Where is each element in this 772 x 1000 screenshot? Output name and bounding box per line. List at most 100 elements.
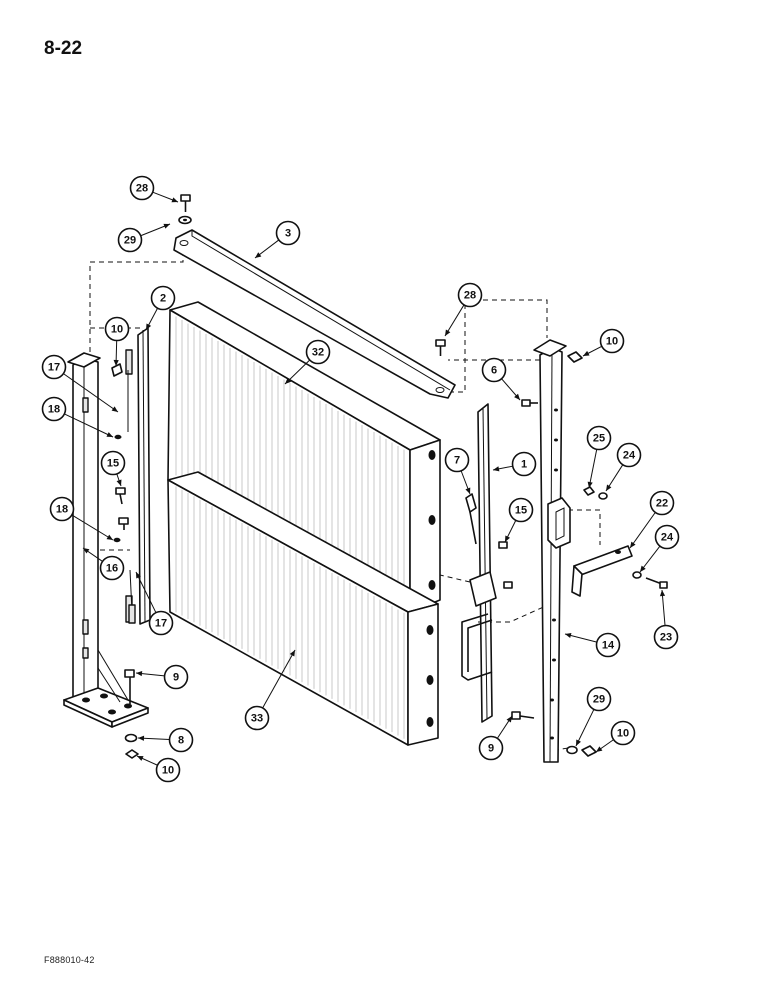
callout-label: 24 — [661, 532, 674, 544]
figure-code: F888010-42 — [44, 955, 95, 965]
callout-label: 6 — [491, 365, 497, 377]
callout-arrowhead — [493, 466, 500, 472]
callout-14: 14 — [564, 632, 621, 658]
callout-label: 16 — [106, 563, 118, 575]
page-number: 8-22 — [44, 38, 83, 59]
callout-16: 16 — [82, 547, 125, 581]
callout-circle — [148, 610, 174, 636]
callout-label: 3 — [285, 228, 291, 240]
callout-label: 8 — [178, 735, 184, 747]
callout-leader-line — [71, 514, 114, 541]
callout-24: 24 — [639, 524, 680, 573]
callout-arrowhead — [106, 432, 113, 437]
callout-arrowhead — [576, 739, 581, 746]
callout-label: 22 — [656, 498, 668, 510]
callout-arrowhead — [445, 329, 451, 336]
callout-label: 23 — [660, 632, 672, 644]
callout-6: 6 — [481, 357, 521, 401]
callout-label: 25 — [593, 433, 605, 445]
callout-24: 24 — [605, 442, 642, 492]
callout-circle — [99, 555, 125, 581]
callout-28: 28 — [444, 282, 483, 337]
callout-circle — [457, 282, 483, 308]
callout-7: 7 — [444, 447, 471, 495]
callout-33: 33 — [244, 649, 296, 731]
retaining-pin — [465, 493, 477, 545]
callout-arrowhead — [106, 534, 113, 540]
callout-arrowhead — [136, 572, 141, 579]
bolt-mid-top — [435, 339, 446, 356]
callout-2: 2 — [145, 285, 176, 331]
callout-arrowhead — [171, 197, 178, 203]
callout-label: 32 — [312, 347, 324, 359]
callout-arrowhead — [640, 565, 646, 572]
callout-10: 10 — [136, 755, 181, 783]
callout-3: 3 — [254, 220, 301, 259]
callout-arrowhead — [137, 756, 144, 761]
callout-10: 10 — [582, 328, 625, 357]
callout-10: 10 — [595, 720, 636, 753]
callout-9: 9 — [478, 715, 513, 761]
callout-label: 9 — [488, 743, 494, 755]
callout-18: 18 — [49, 496, 114, 541]
callout-arrowhead — [505, 535, 511, 542]
callout-arrowhead — [506, 716, 512, 723]
callout-arrowhead — [146, 323, 152, 330]
callout-label: 10 — [606, 336, 618, 348]
callout-arrowhead — [255, 252, 262, 258]
callout-29: 29 — [117, 223, 171, 253]
callout-label: 10 — [617, 728, 629, 740]
callout-circle — [49, 496, 75, 522]
hinge-strap — [571, 545, 633, 597]
callout-circle — [129, 175, 155, 201]
callout-label: 33 — [251, 713, 263, 725]
callout-circle — [599, 328, 625, 354]
callout-circle — [653, 624, 679, 650]
callout-label: 10 — [111, 324, 123, 336]
callout-circle — [163, 664, 189, 690]
callout-arrowhead — [83, 548, 90, 554]
callout-label: 24 — [623, 450, 636, 462]
callout-arrowhead — [113, 359, 119, 366]
callout-22: 22 — [629, 490, 675, 549]
callout-32: 32 — [284, 339, 331, 385]
callout-10: 10 — [104, 316, 130, 367]
callout-label: 18 — [48, 404, 60, 416]
callout-circle — [41, 354, 67, 380]
callout-circle — [654, 524, 680, 550]
bolt-washer-top-left — [178, 194, 192, 225]
callout-circle — [444, 447, 470, 473]
callout-arrowhead — [596, 746, 603, 752]
callout-15: 15 — [100, 450, 126, 487]
callout-leader-line — [262, 649, 296, 709]
callout-circle — [150, 285, 176, 311]
callout-label: 18 — [56, 504, 68, 516]
callout-1: 1 — [492, 451, 537, 477]
callout-circle — [616, 442, 642, 468]
callout-arrowhead — [587, 481, 593, 488]
callout-arrowhead — [514, 393, 520, 400]
callout-circle — [595, 632, 621, 658]
callout-label: 28 — [136, 183, 148, 195]
callout-leader-line — [444, 304, 465, 337]
callout-circle — [244, 705, 270, 731]
callout-circle — [100, 450, 126, 476]
callout-leader-line — [63, 373, 119, 413]
callout-label: 15 — [515, 505, 527, 517]
right-hardware — [498, 351, 668, 757]
callout-circle — [511, 451, 537, 477]
callout-28: 28 — [129, 175, 179, 203]
callout-circle — [649, 490, 675, 516]
callout-label: 29 — [593, 694, 605, 706]
lower-radiator-core — [167, 471, 439, 746]
callout-17: 17 — [135, 571, 174, 636]
callout-circle — [586, 425, 612, 451]
left-hardware — [111, 363, 136, 624]
callout-circle — [117, 227, 143, 253]
callout-label: 28 — [464, 290, 476, 302]
callout-arrowhead — [163, 223, 170, 229]
callout-29: 29 — [575, 686, 612, 747]
callout-arrowhead — [116, 479, 122, 486]
